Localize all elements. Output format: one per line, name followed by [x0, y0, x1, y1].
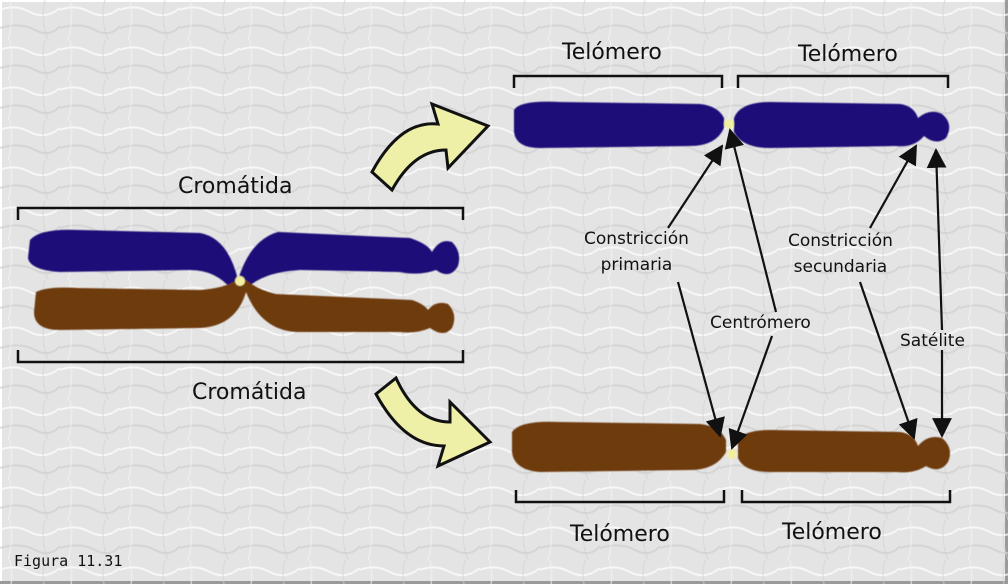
chromatid-top-label: Cromátida	[178, 174, 292, 199]
top-centromere-dot	[724, 119, 734, 129]
telomere-bottom-left-label: Telómero	[570, 522, 670, 547]
primary-constriction-line-1: Constricción	[584, 226, 689, 252]
telomere-bottom-right-label: Telómero	[782, 520, 882, 545]
satellite-label: Satélite	[900, 328, 965, 354]
chromatid-bottom-label: Cromátida	[192, 380, 306, 405]
primary-constriction-label: Constricción primaria	[584, 226, 689, 278]
secondary-constriction-line-1: Constricción	[788, 228, 893, 254]
bottom-centromere-dot	[727, 449, 737, 459]
top-chromatid-short-arm	[514, 102, 724, 148]
secondary-constriction-line-2: secundaria	[788, 254, 893, 280]
telomere-top-left-label: Telómero	[562, 40, 662, 65]
centromere-label: Centrómero	[710, 310, 811, 336]
left-centromere-dot	[235, 276, 245, 286]
secondary-constriction-label: Constricción secundaria	[788, 228, 893, 280]
figure-caption: Figura 11.31	[14, 552, 122, 570]
primary-constriction-line-2: primaria	[584, 252, 689, 278]
telomere-top-right-label: Telómero	[798, 42, 898, 67]
bottom-chromatid-short-arm	[512, 422, 726, 472]
